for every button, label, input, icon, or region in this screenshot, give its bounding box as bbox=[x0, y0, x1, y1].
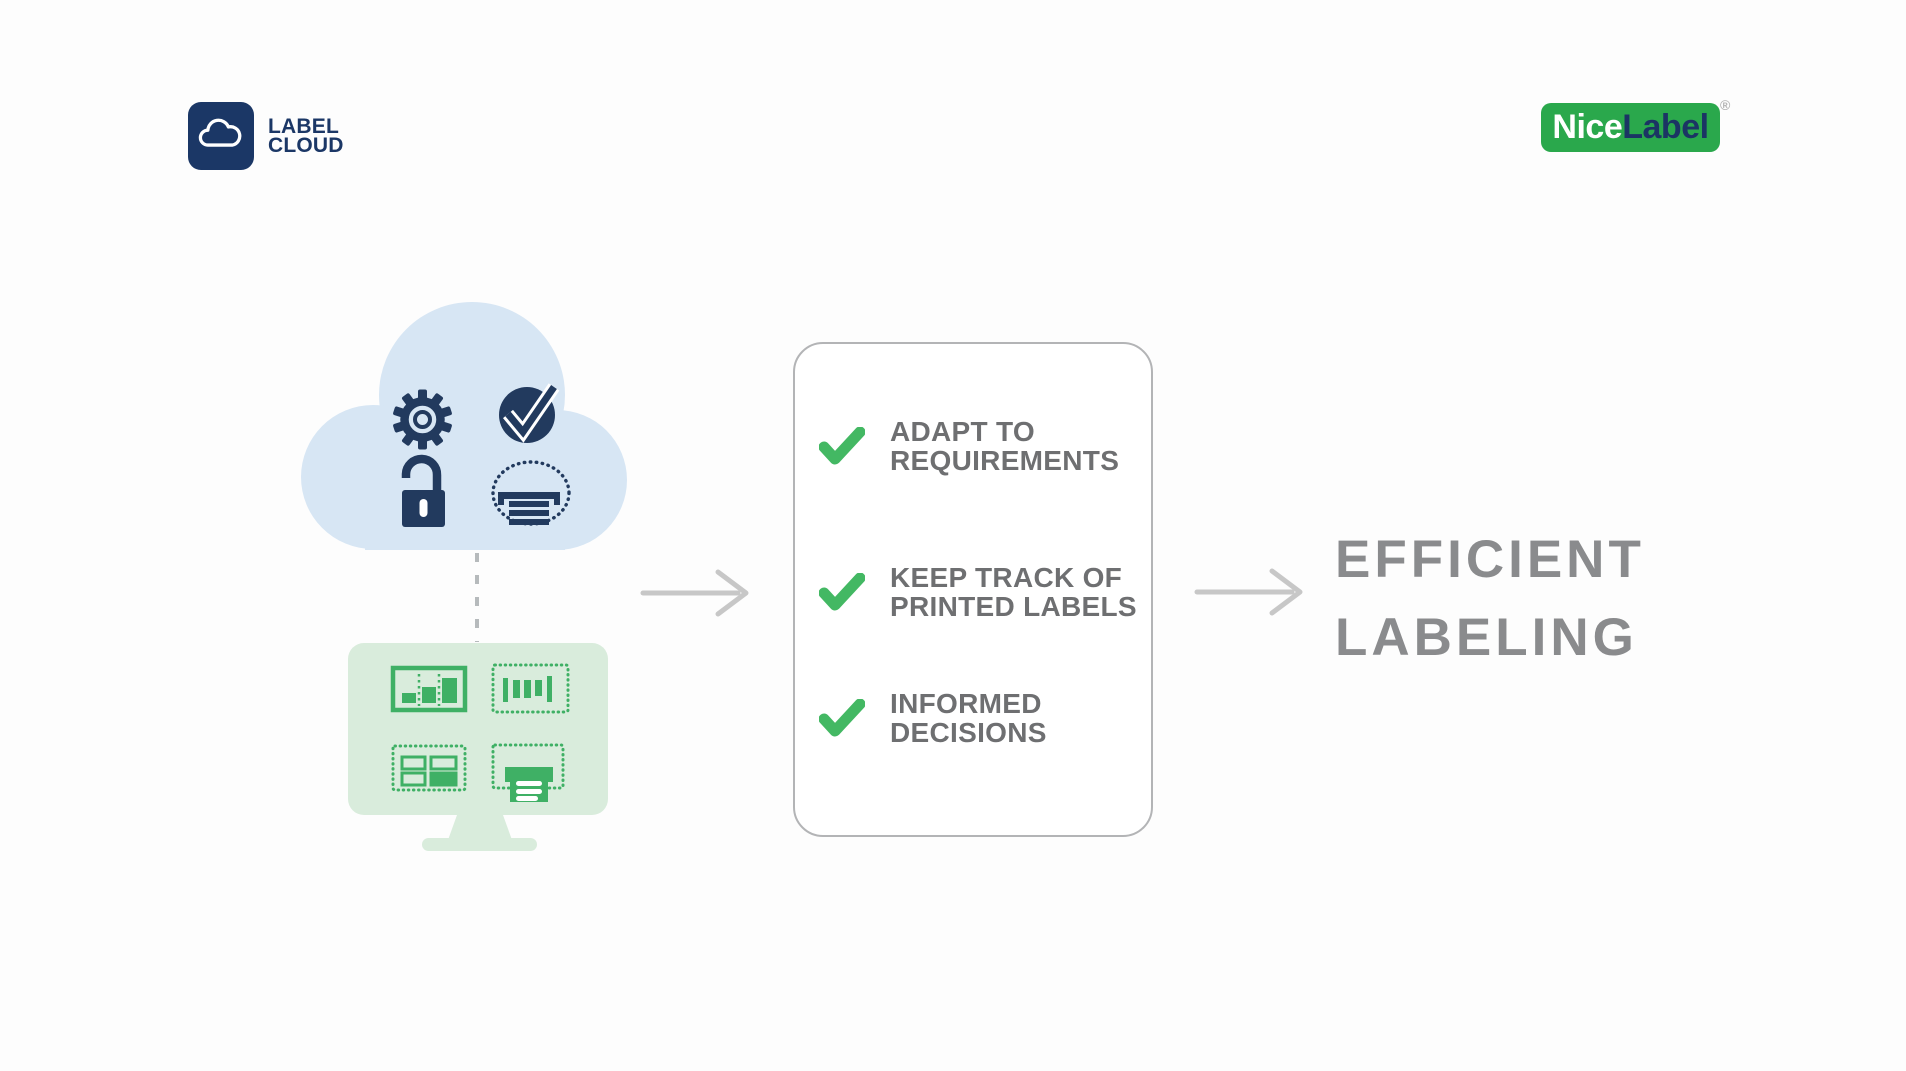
barcode-icon bbox=[491, 663, 570, 714]
gear-icon bbox=[393, 389, 452, 450]
checkmark-icon bbox=[819, 427, 865, 465]
benefit-line: PRINTED LABELS bbox=[890, 591, 1137, 622]
label-cloud-line1: LABEL bbox=[268, 115, 339, 138]
cloud-shape bbox=[301, 302, 627, 550]
benefit-item-adapt: ADAPT TO REQUIREMENTS bbox=[819, 417, 1119, 475]
benefit-line: KEEP TRACK OF bbox=[890, 561, 1123, 593]
form-layout-icon bbox=[391, 744, 467, 792]
label-cloud-line2: CLOUD bbox=[268, 134, 344, 158]
nicelabel-nice: Nice bbox=[1552, 108, 1623, 146]
checkmark-icon bbox=[819, 699, 865, 737]
bar-chart-icon bbox=[390, 665, 468, 713]
benefit-line: INFORMED bbox=[890, 687, 1042, 719]
arrow-right-icon bbox=[640, 569, 749, 617]
label-cloud-wordmark: LABEL CLOUD bbox=[268, 115, 344, 158]
arrow-right-icon bbox=[1194, 568, 1303, 616]
benefit-text: INFORMED DECISIONS bbox=[890, 689, 1047, 747]
label-cloud-graphic bbox=[301, 302, 627, 550]
benefit-line: REQUIREMENTS bbox=[890, 445, 1120, 476]
unlock-icon bbox=[401, 454, 445, 527]
benefit-line: ADAPT TO bbox=[890, 415, 1035, 447]
cloud-print-icon bbox=[491, 460, 571, 526]
dashed-connector bbox=[475, 553, 479, 642]
nicelabel-label: Label bbox=[1622, 108, 1709, 146]
benefit-item-decisions: INFORMED DECISIONS bbox=[819, 689, 1047, 747]
result-line2: LABELING bbox=[1335, 607, 1638, 667]
benefits-panel: ADAPT TO REQUIREMENTS KEEP TRACK OF PRIN… bbox=[793, 342, 1153, 837]
cloud-icon bbox=[198, 118, 242, 147]
benefit-line: DECISIONS bbox=[890, 717, 1047, 748]
monitor-graphic bbox=[348, 643, 608, 851]
printer-icon bbox=[491, 743, 565, 802]
benefit-text: KEEP TRACK OF PRINTED LABELS bbox=[890, 563, 1137, 621]
check-circle-icon bbox=[499, 383, 560, 443]
benefit-item-track: KEEP TRACK OF PRINTED LABELS bbox=[819, 563, 1137, 621]
result-headline: EFFICIENT LABELING bbox=[1335, 521, 1645, 677]
registered-trademark-symbol: ® bbox=[1720, 97, 1731, 113]
benefit-text: ADAPT TO REQUIREMENTS bbox=[890, 417, 1119, 475]
result-line1: EFFICIENT bbox=[1335, 530, 1645, 589]
checkmark-icon bbox=[819, 573, 865, 611]
label-cloud-logo bbox=[188, 102, 254, 170]
